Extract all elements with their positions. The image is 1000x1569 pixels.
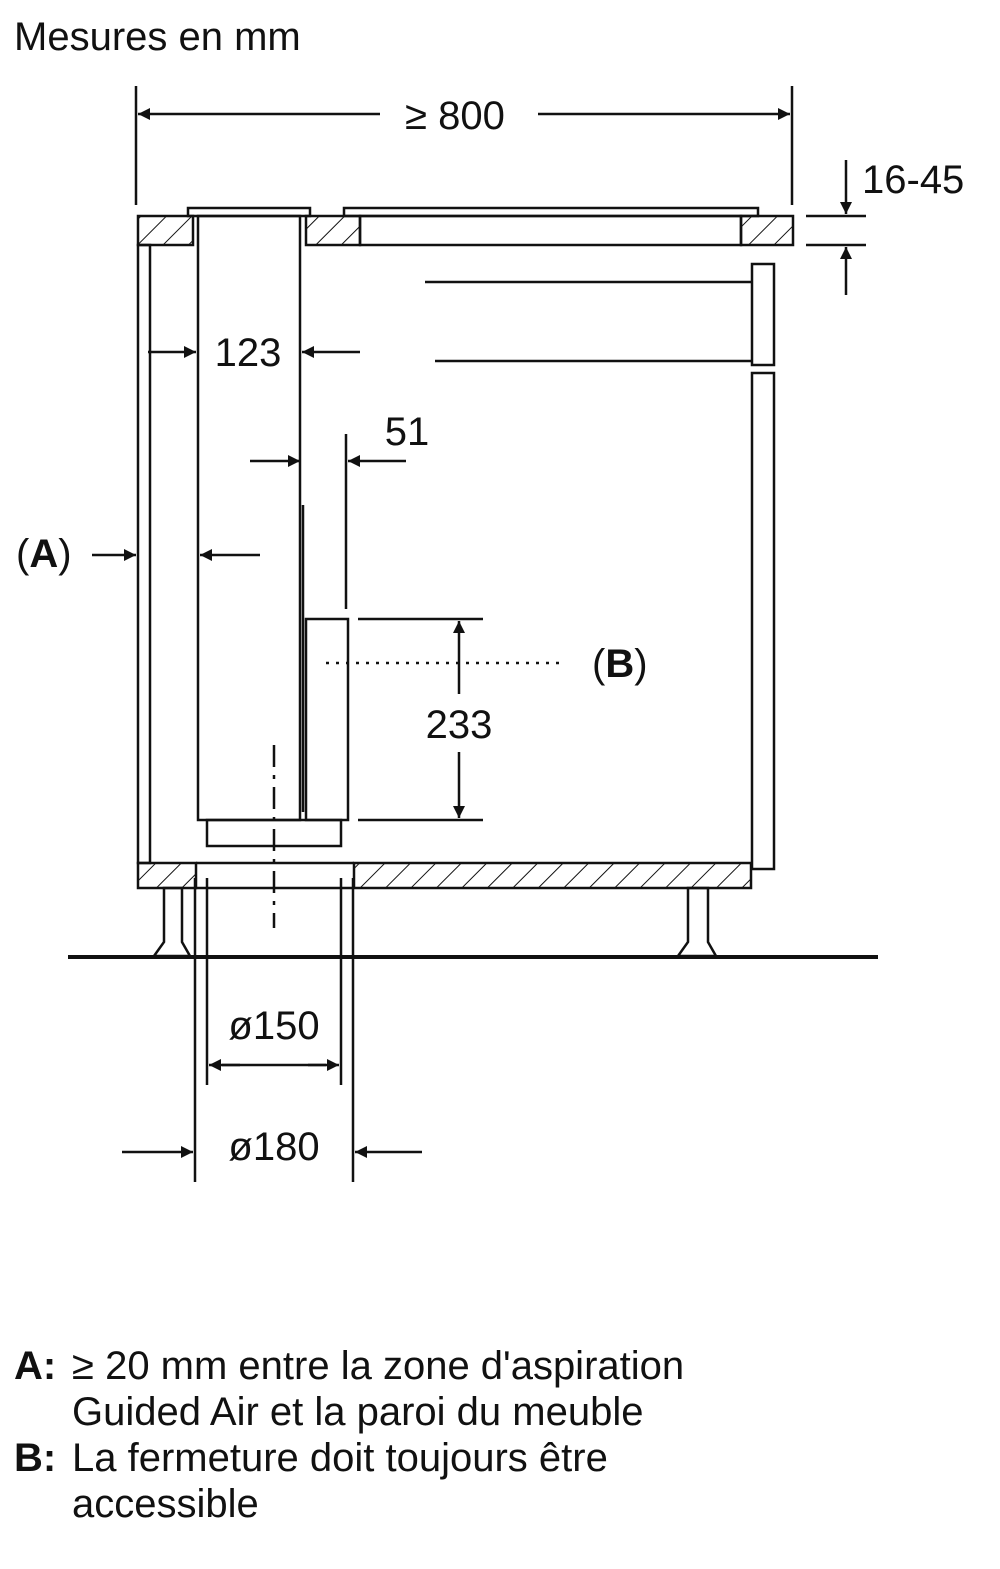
callout-a-letter: A [29,532,58,576]
page-title: Mesures en mm [14,15,301,59]
closure-box [304,617,350,822]
callout-b-label: (B) [592,642,648,686]
legend-item-b: B: La fermeture doit toujours être acces… [14,1435,984,1527]
dimension-worktop-thickness: 16-45 [862,158,964,202]
legend-item-a: A: ≥ 20 mm entre la zone d'aspiration Gu… [14,1343,984,1435]
legend-line: accessible [72,1482,259,1526]
drawer-front-bottom [750,371,776,871]
callout-b-close-paren: ) [634,642,647,686]
legend-key-a: A: [14,1344,57,1388]
worktop-middle-section [304,214,362,247]
callout-a-label: (A) [16,532,72,576]
cabinet-foot-left [151,886,193,958]
callout-b-letter: B [605,642,634,686]
callout-a-close-paren: ) [58,532,71,576]
dimension-closure-height: 233 [426,703,493,747]
legend-text-a: ≥ 20 mm entre la zone d'aspiration Guide… [72,1343,984,1435]
cabinet-side-wall [136,243,152,865]
worktop-right-section [739,214,795,247]
worktop-left-section [136,214,195,247]
legend-text-b: La fermeture doit toujours être accessib… [72,1435,984,1527]
dimension-gap: 51 [385,410,430,454]
legend-key-b: B: [14,1436,57,1480]
extraction-duct [196,214,302,822]
legend: A: ≥ 20 mm entre la zone d'aspiration Gu… [14,1343,984,1527]
callout-b-open-paren: ( [592,642,606,686]
cabinet-bottom-right [352,861,753,890]
dimension-diameter-outer: ø180 [228,1125,319,1169]
drawer-front-top [750,262,776,367]
legend-line: Guided Air et la paroi du meuble [72,1390,644,1434]
dimension-duct-width: 123 [215,331,282,375]
callout-a-open-paren: ( [16,532,30,576]
dimension-total-width: ≥ 800 [405,94,505,138]
cabinet-bottom-left [136,861,198,890]
cabinet-foot-right [675,886,719,958]
legend-line: La fermeture doit toujours être [72,1436,608,1480]
hob-cutout [358,214,743,247]
hob-glass-top [342,206,760,218]
dimension-diameter-inner: ø150 [228,1004,319,1048]
legend-line: ≥ 20 mm entre la zone d'aspiration [72,1344,685,1388]
